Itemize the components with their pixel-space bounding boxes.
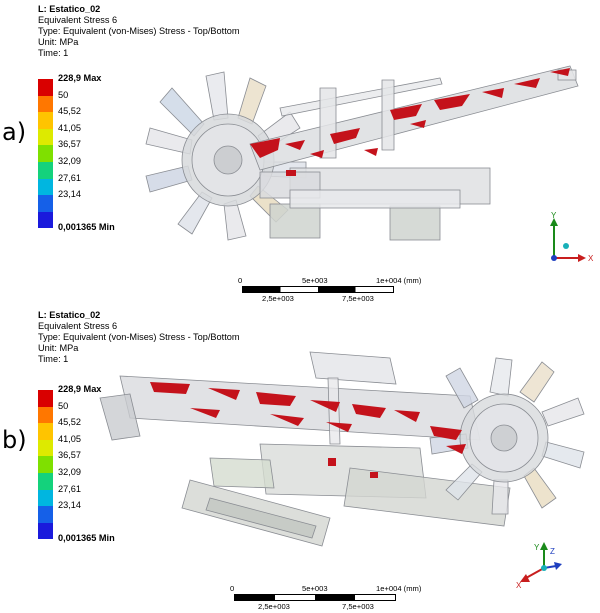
- scale-tick-label: 7,5e+003: [342, 602, 374, 611]
- legend-swatch: [38, 178, 53, 196]
- scale-tick-label: 5e+003: [302, 276, 328, 285]
- legend-swatch: [38, 456, 53, 473]
- result-name: Equivalent Stress 6: [38, 15, 118, 25]
- legend-min-label: 0,001365 Min: [58, 533, 115, 543]
- result-type: Type: Equivalent (von-Mises) Stress - To…: [38, 332, 240, 342]
- axis-triad: Y Z X: [516, 542, 562, 590]
- legend-swatch: [38, 390, 53, 407]
- result-time: Time: 1: [38, 354, 69, 364]
- scale-tick-label: 1e+004 (mm): [376, 584, 422, 593]
- scale-bar: 0 5e+003 1e+004 (mm) 2,5e+003 7,5e+003: [228, 584, 488, 612]
- legend-swatch: [38, 522, 53, 540]
- excavator-model-isometric-view: [99, 351, 585, 547]
- panel-label: a): [2, 118, 27, 146]
- legend-label: 27,61: [58, 172, 81, 183]
- panel-a: L: Estatico_02 Equivalent Stress 6 Type:…: [0, 0, 600, 305]
- legend-swatch: [38, 472, 53, 490]
- legend-label: 36,57: [58, 450, 81, 461]
- axis-triad: Y X: [550, 212, 594, 263]
- legend-label: 45,52: [58, 106, 81, 117]
- legend-label: 41,05: [58, 433, 81, 444]
- legend-min-label: 0,001365 Min: [58, 222, 115, 232]
- legend-label: 23,14: [58, 189, 81, 200]
- scale-bar-graphic: [234, 594, 396, 601]
- scale-tick-label: 5e+003: [302, 584, 328, 593]
- info-block: L: Estatico_02 Equivalent Stress 6 Type:…: [38, 4, 240, 59]
- analysis-title: L: Estatico_02: [38, 4, 101, 14]
- legend-label: 32,09: [58, 155, 81, 166]
- legend-swatch: [38, 161, 53, 179]
- legend-label: 32,09: [58, 466, 81, 477]
- analysis-title: L: Estatico_02: [38, 310, 101, 320]
- legend-swatch: [38, 489, 53, 507]
- legend-label: 27,61: [58, 483, 81, 494]
- result-name: Equivalent Stress 6: [38, 321, 118, 331]
- legend-label: 228,9 Max: [58, 73, 102, 83]
- panel-label: b): [2, 426, 27, 454]
- result-type: Type: Equivalent (von-Mises) Stress - To…: [38, 26, 240, 36]
- legend-label: 23,14: [58, 500, 81, 511]
- legend-swatch: [38, 423, 53, 440]
- scale-tick-label: 0: [238, 276, 243, 285]
- result-unit: Unit: MPa: [38, 343, 79, 353]
- axis-y-label: Y: [534, 543, 540, 552]
- legend-swatch: [38, 195, 53, 212]
- axis-z-label: Z: [550, 547, 555, 556]
- scale-bar: 0 5e+003 1e+004 (mm) 2,5e+003 7,5e+003: [236, 276, 496, 304]
- info-block: L: Estatico_02 Equivalent Stress 6 Type:…: [38, 310, 240, 365]
- legend-swatch: [38, 95, 53, 113]
- legend-swatch: [38, 112, 53, 129]
- legend-label: 45,52: [58, 417, 81, 428]
- legend-swatch: [38, 506, 53, 523]
- axis-x-label: X: [516, 581, 522, 590]
- scale-tick-label: 2,5e+003: [258, 602, 290, 611]
- result-unit: Unit: MPa: [38, 37, 79, 47]
- legend-label: 41,05: [58, 122, 81, 133]
- legend-label: 228,9 Max: [58, 384, 102, 394]
- scale-tick-label: 2,5e+003: [262, 294, 294, 303]
- scale-tick-label: 1e+004 (mm): [376, 276, 422, 285]
- legend-swatch: [38, 145, 53, 162]
- legend-swatch: [38, 211, 53, 229]
- scale-tick-label: 0: [230, 584, 235, 593]
- legend-swatch: [38, 439, 53, 457]
- legend-label: 50: [58, 400, 69, 411]
- excavator-model-side-view: [145, 65, 579, 241]
- legend-label: 36,57: [58, 139, 81, 150]
- axis-x-label: X: [588, 254, 594, 263]
- legend-swatch: [38, 128, 53, 146]
- legend-swatch: [38, 79, 53, 96]
- legend-label: 50: [58, 89, 69, 100]
- axis-y-label: Y: [551, 212, 557, 220]
- scale-tick-label: 7,5e+003: [342, 294, 374, 303]
- scale-bar-graphic: [242, 286, 394, 293]
- result-time: Time: 1: [38, 48, 69, 58]
- legend-swatch: [38, 406, 53, 424]
- panel-b: L: Estatico_02 Equivalent Stress 6 Type:…: [0, 306, 600, 613]
